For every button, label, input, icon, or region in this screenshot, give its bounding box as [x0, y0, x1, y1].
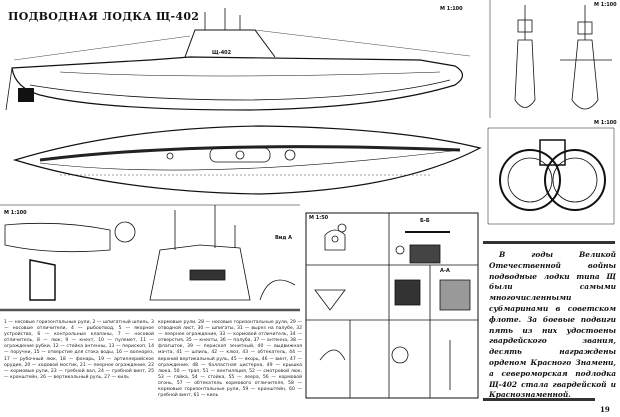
- stern-detail: [0, 204, 300, 312]
- details-grid: [305, 212, 479, 399]
- hull-marking: Щ-402: [212, 50, 232, 56]
- scale-label-stern: М 1:100: [4, 210, 27, 216]
- side-view: [5, 8, 471, 111]
- section-label-view-a: Вид А: [275, 235, 292, 241]
- scale-label-side: М 1:100: [440, 6, 463, 12]
- story-bottom-rule: [483, 398, 595, 401]
- scale-label-details: М 1:50: [309, 215, 329, 221]
- story-text: В годы Великой Отечественной войны подво…: [489, 250, 616, 400]
- section-label-bb: Б-Б: [420, 218, 430, 224]
- legend-column-2: кормовые рули, 28 — носовые горизонтальн…: [158, 320, 302, 399]
- drawing-title: ПОДВОДНАЯ ЛОДКА Щ-402: [8, 10, 200, 23]
- legend-column-1: 1 — носовые горизонтальные рули, 2 — шпи…: [4, 320, 154, 380]
- scale-label-top-right: М 1:100: [594, 2, 617, 8]
- scale-label-section: М 1:100: [594, 120, 617, 126]
- story-top-rule: [483, 241, 615, 244]
- section-label-aa: А-А: [440, 268, 450, 274]
- top-view: [12, 125, 482, 195]
- page-number: 19: [600, 405, 610, 414]
- cross-section: [487, 127, 615, 225]
- front-view: [489, 0, 612, 118]
